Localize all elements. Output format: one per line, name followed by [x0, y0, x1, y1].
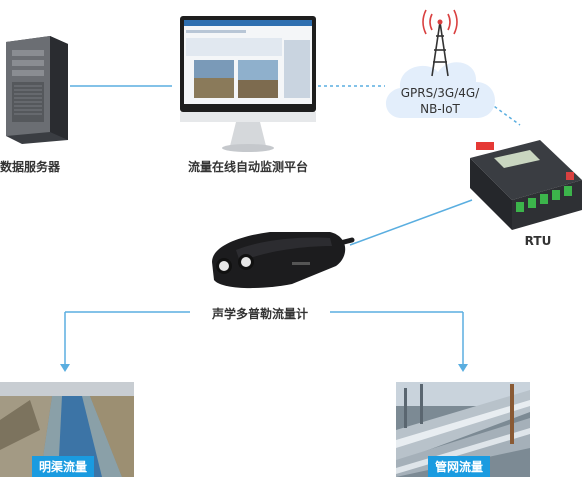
- sensor-label: 声学多普勒流量计: [211, 307, 309, 321]
- arrow-left-icon: [60, 364, 70, 372]
- arrow-right-icon: [458, 364, 468, 372]
- channel-label: 明渠流量: [32, 456, 95, 477]
- server-label: 数据服务器: [0, 160, 61, 174]
- cloud-label-line2: NB-IoT: [420, 102, 460, 116]
- rtu-sensor-link: [349, 199, 473, 246]
- cloud-label-line1: GPRS/3G/4G/: [400, 86, 480, 100]
- rtu-label: RTU: [524, 234, 552, 248]
- platform-label: 流量在线自动监测平台: [187, 160, 309, 174]
- pipe-label: 管网流量: [428, 456, 491, 477]
